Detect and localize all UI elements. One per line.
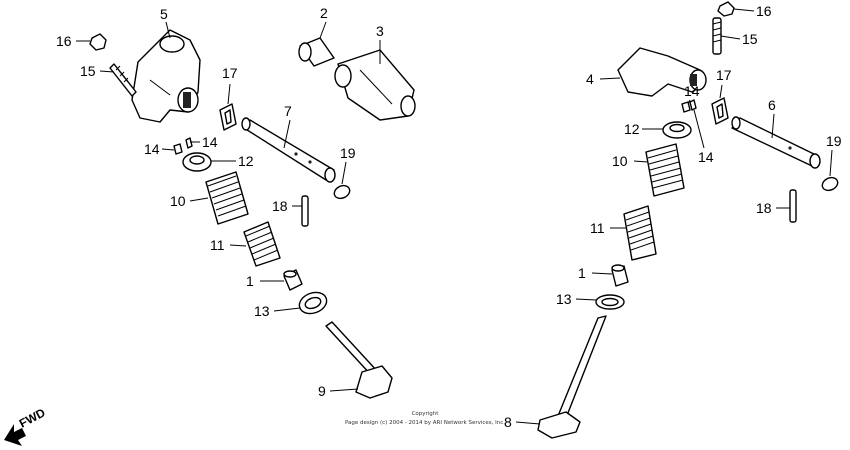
callout-16-left: 16	[56, 33, 72, 49]
callout-10-left: 10	[170, 193, 186, 209]
callout-4: 4	[586, 71, 594, 87]
callout-14-left-b: 14	[202, 134, 218, 150]
callout-10-right: 10	[612, 153, 628, 169]
camshaft-cap	[298, 37, 335, 67]
valve-stem-seal-left	[283, 269, 303, 291]
copyright-line-2: Page design (c) 2004 - 2014 by ARI Netwo…	[345, 420, 505, 426]
callout-6: 6	[768, 97, 776, 113]
dowel-pin-left	[301, 195, 309, 227]
valve-stem-seal-right	[611, 264, 629, 287]
callout-7: 7	[284, 103, 292, 119]
outer-valve-spring-left	[205, 171, 249, 225]
callout-14-right-b: 14	[698, 149, 714, 165]
callout-19-right: 19	[826, 133, 842, 149]
rocker-arm-shaft-left	[241, 117, 336, 183]
adjusting-nut-left	[89, 33, 107, 51]
valve-right	[537, 315, 607, 439]
callout-18-left: 18	[272, 198, 288, 214]
callout-16-right: 16	[756, 3, 772, 19]
camshaft	[334, 49, 416, 121]
callout-14-left-a: 14	[144, 141, 160, 157]
gasket-left	[219, 103, 237, 131]
spring-seat-washer-right	[595, 294, 625, 310]
fwd-label: FWD	[17, 405, 48, 430]
adjusting-screw-left	[109, 63, 137, 97]
o-ring-left	[333, 184, 351, 200]
rocker-arm-right	[617, 47, 707, 97]
gasket-right	[711, 97, 729, 125]
spring-retainer-right	[662, 121, 692, 139]
callout-11-right: 11	[590, 220, 605, 236]
outer-valve-spring-right	[645, 143, 685, 197]
adjusting-screw-right	[712, 17, 722, 55]
callout-1-left: 1	[246, 273, 254, 289]
callout-8: 8	[504, 414, 512, 430]
callout-14-right-a: 14	[684, 83, 700, 99]
callout-17-right: 17	[716, 67, 732, 83]
rocker-arm-shaft-right	[731, 116, 821, 169]
callout-15-left: 15	[80, 63, 96, 79]
valve-left	[325, 321, 393, 399]
spring-seat-washer-left	[298, 291, 328, 315]
copyright-line-1: Copyright	[412, 411, 440, 417]
forward-arrow-icon	[4, 424, 26, 446]
callout-15-right: 15	[742, 31, 758, 47]
spring-retainer-left	[182, 152, 212, 172]
inner-valve-spring-left	[243, 221, 281, 267]
callout-2: 2	[320, 5, 328, 21]
callout-18-right: 18	[756, 200, 772, 216]
callout-12-left: 12	[238, 153, 254, 169]
rocker-arm-left	[131, 29, 201, 123]
callout-5: 5	[160, 6, 168, 22]
callout-12-right: 12	[624, 121, 640, 137]
callout-1-right: 1	[578, 265, 586, 281]
callout-9: 9	[318, 383, 326, 399]
callout-3: 3	[376, 23, 384, 39]
dowel-pin-right	[789, 189, 797, 223]
valve-cotter-right	[681, 99, 697, 113]
forward-direction-indicator: FWD	[4, 405, 48, 446]
o-ring-right	[821, 176, 839, 192]
adjusting-nut-right	[717, 1, 735, 17]
callout-13-right: 13	[556, 291, 572, 307]
inner-valve-spring-right	[623, 205, 657, 261]
callout-13-left: 13	[254, 303, 270, 319]
callout-11-left: 11	[210, 237, 225, 253]
callout-19-left: 19	[340, 145, 356, 161]
callout-17-left: 17	[222, 65, 238, 81]
valve-cotter-left	[173, 137, 193, 155]
